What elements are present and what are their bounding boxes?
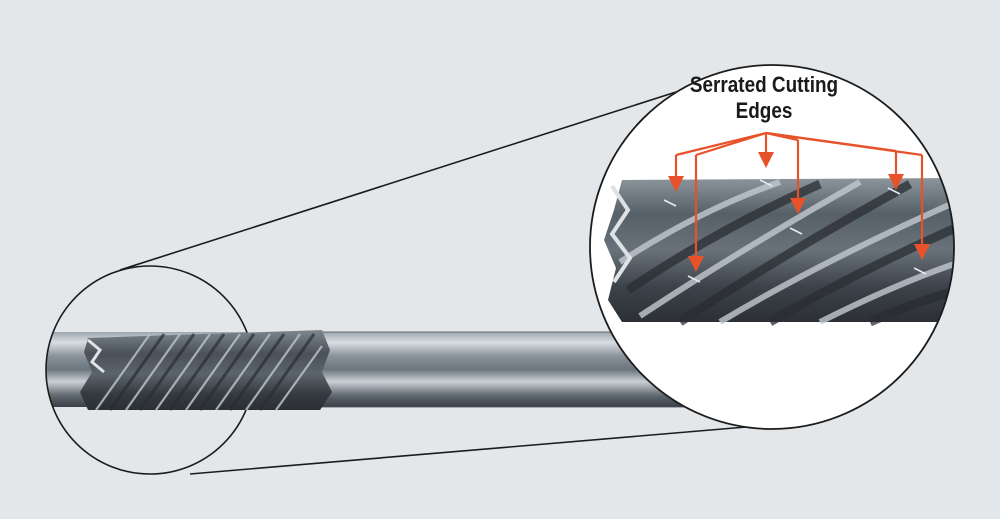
tool-flutes [80, 330, 332, 411]
serrated-edge-callout-arrows [674, 131, 924, 260]
magnified-circle [589, 64, 955, 430]
arrow-heads [668, 152, 930, 272]
zoom-connector-lines [119, 91, 747, 475]
